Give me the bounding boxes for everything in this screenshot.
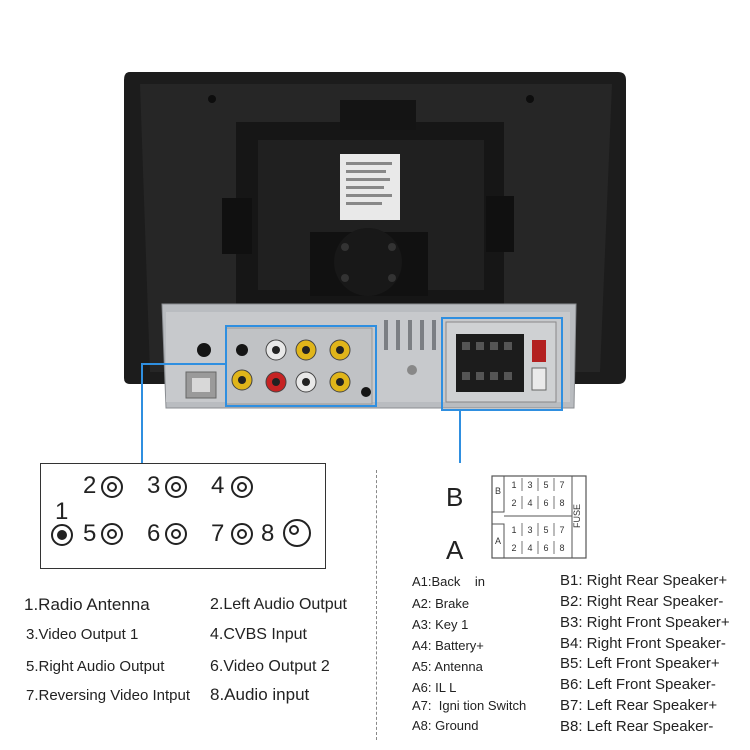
- legend-a6: A6: IL L: [412, 680, 457, 695]
- legend-jack-3: 3.Video Output 1: [26, 626, 139, 643]
- legend-jack-8: 8.Audio input: [210, 685, 310, 704]
- harness-pin-b1: 1: [511, 480, 516, 490]
- car-stereo-rear-view: [124, 72, 626, 463]
- legend-a4: A4: Battery+: [412, 638, 484, 653]
- legend-jack-1: 1.Radio Antenna: [24, 595, 150, 614]
- harness-pin-b6: 6: [543, 498, 548, 508]
- jack-number-3: 3: [147, 472, 161, 499]
- harness-pin-b3: 3: [527, 480, 532, 490]
- jack-7-icon: [231, 523, 253, 545]
- jack-number-1: 1: [55, 498, 69, 525]
- harness-pin-b8: 8: [559, 498, 564, 508]
- rca-leader-line: [141, 363, 226, 463]
- iso-harness-diagram: B A FUSE 1 3 5 7 2 4 6 8 1 3 5 7 2 4 6 8: [491, 475, 587, 559]
- legend-b3: B3: Right Front Speaker+: [560, 614, 730, 631]
- legend-a2: A2: Brake: [412, 596, 470, 611]
- legend-a7: A7: Igni tion Switch: [412, 698, 527, 713]
- harness-row-b-label: B: [446, 482, 464, 512]
- jack-2-icon: [101, 476, 123, 498]
- jack-1-icon: [51, 524, 73, 546]
- jack-panel: 2 3 4 1 5 6 7 8: [40, 463, 326, 569]
- harness-pin-a2: 2: [511, 543, 516, 553]
- jack-number-5: 5: [83, 520, 97, 547]
- legend-jack-6: 6.Video Output 2: [210, 658, 330, 675]
- harness-pin-a4: 4: [527, 543, 532, 553]
- legend-a1: A1:Back in: [412, 574, 485, 589]
- harness-pin-b2: 2: [511, 498, 516, 508]
- fuse-label: FUSE: [572, 504, 582, 528]
- rca-highlight: [225, 325, 377, 407]
- harness-row-a-label: A: [446, 535, 464, 565]
- legend-b7: B7: Left Rear Speaker+: [560, 697, 718, 714]
- legend-b2: B2: Right Rear Speaker-: [560, 593, 724, 610]
- jack-3-icon: [165, 476, 187, 498]
- harness-pin-a1: 1: [511, 525, 516, 535]
- iso-highlight: [441, 317, 563, 411]
- jack-number-4: 4: [211, 472, 225, 499]
- harness-pin-a8: 8: [559, 543, 564, 553]
- legend-b4: B4: Right Front Speaker-: [560, 635, 726, 652]
- legend-jack-5: 5.Right Audio Output: [26, 658, 165, 675]
- jack-4-icon: [231, 476, 253, 498]
- legend-a8: A8: Ground: [412, 718, 479, 733]
- jack-number-7: 7: [211, 520, 225, 547]
- jack-number-8: 8: [261, 520, 275, 547]
- jack-8-icon: [283, 519, 311, 547]
- legend-jack-2: 2.Left Audio Output: [210, 596, 347, 613]
- legend-a3: A3: Key 1: [412, 617, 469, 632]
- harness-pin-b4: 4: [527, 498, 532, 508]
- harness-pin-a6: 6: [543, 543, 548, 553]
- legend-b8: B8: Left Rear Speaker-: [560, 718, 714, 735]
- jack-number-6: 6: [147, 520, 161, 547]
- harness-side-a: A: [495, 536, 501, 546]
- harness-pin-a7: 7: [559, 525, 564, 535]
- legend-b6: B6: Left Front Speaker-: [560, 676, 716, 693]
- legend-jack-4: 4.CVBS Input: [210, 626, 307, 643]
- section-divider: [376, 470, 377, 740]
- jack-5-icon: [101, 523, 123, 545]
- harness-pin-a3: 3: [527, 525, 532, 535]
- harness-pin-b7: 7: [559, 480, 564, 490]
- jack-6-icon: [165, 523, 187, 545]
- jack-number-2: 2: [83, 472, 97, 499]
- legend-jack-7: 7.Reversing Video Intput: [26, 687, 190, 704]
- harness-side-b: B: [495, 486, 501, 496]
- harness-pin-b5: 5: [543, 480, 548, 490]
- harness-pin-a5: 5: [543, 525, 548, 535]
- legend-b1: B1: Right Rear Speaker+: [560, 572, 728, 589]
- legend-a5: A5: Antenna: [412, 659, 483, 674]
- legend-b5: B5: Left Front Speaker+: [560, 655, 720, 672]
